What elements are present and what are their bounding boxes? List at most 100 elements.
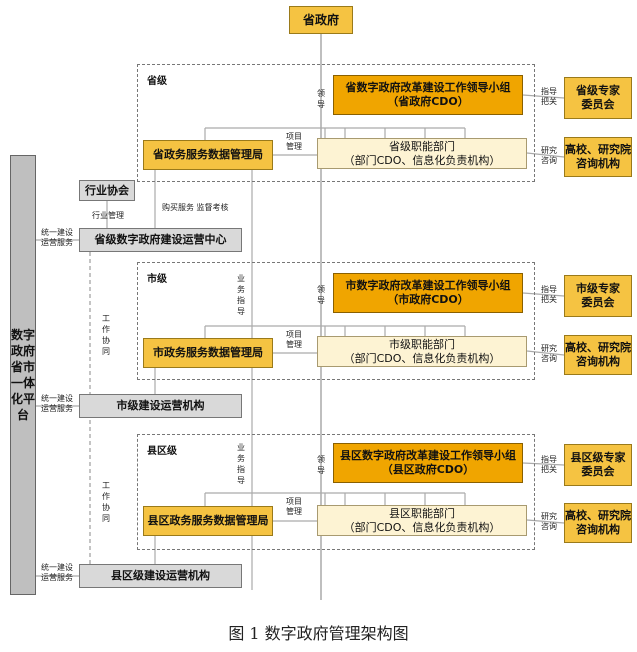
city-project-line1: 项目 <box>286 330 302 339</box>
city-lead-label: 领导 <box>317 285 325 305</box>
county-section-frame <box>137 434 535 550</box>
leader-expert-line-2 <box>522 462 565 466</box>
county-expert-line1: 县区级专家 <box>570 451 626 464</box>
industry-association-box: 行业协会 <box>79 180 135 201</box>
county-project-line2: 管理 <box>286 507 302 516</box>
provincial-guide-label: 指导 把关 <box>541 87 557 107</box>
provincial-univ-line2: 咨询机构 <box>576 157 620 170</box>
provincial-ops-side-label: 统一建设 运营服务 <box>41 228 73 248</box>
city-leader-line2: （市政府CDO） <box>387 293 469 306</box>
city-coop-label: 工作协同 <box>102 314 110 356</box>
provincial-research-line2: 咨询 <box>541 156 557 165</box>
city-expert-box: 市级专家 委员会 <box>564 275 632 317</box>
county-research-line2: 咨询 <box>541 522 557 531</box>
provincial-leader-line2: （省政府CDO） <box>387 95 469 108</box>
buy-service-label: 购买服务 监督考核 <box>162 203 229 212</box>
provincial-expert-line1: 省级专家 <box>576 84 620 97</box>
city-expert-line2: 委员会 <box>581 296 615 309</box>
county-guide-line1: 指导 <box>541 455 557 464</box>
city-leader-line1: 市数字政府改革建设工作领导小组 <box>345 279 511 292</box>
county-univ-line1: 高校、研究院 <box>565 509 631 522</box>
figure-caption: 图 1 数字政府管理架构图 <box>228 624 409 643</box>
city-bureau-label: 市政务服务数据管理局 <box>153 346 263 359</box>
county-expert-line2: 委员会 <box>581 465 615 478</box>
provincial-ops-label: 省级数字政府建设运营中心 <box>94 233 227 246</box>
county-leader-box: 县区数字政府改革建设工作领导小组 （县区政府CDO） <box>333 443 523 483</box>
city-project-label: 项目 管理 <box>286 330 302 350</box>
city-ops-label: 市级建设运营机构 <box>116 399 205 412</box>
provincial-project-line2: 管理 <box>286 142 302 151</box>
provincial-research-line1: 研究 <box>541 146 557 155</box>
provincial-leader-box: 省数字政府改革建设工作领导小组 （省政府CDO） <box>333 75 523 115</box>
provincial-project-line1: 项目 <box>286 132 302 141</box>
county-section-title: 县区级 <box>147 446 177 457</box>
county-guide-line2: 把关 <box>541 465 557 474</box>
provincial-leader-line1: 省数字政府改革建设工作领导小组 <box>345 81 511 94</box>
provincial-ops-side-line2: 运营服务 <box>41 238 73 247</box>
integrated-platform-box: 数字政府省市一体化平台 <box>10 155 36 595</box>
city-dept-line2: （部门CDO、信息化负责机构） <box>343 351 501 365</box>
county-univ-line2: 咨询机构 <box>576 523 620 536</box>
county-ops-side-label: 统一建设 运营服务 <box>41 563 73 583</box>
provincial-bureau-label: 省政务服务数据管理局 <box>153 148 263 161</box>
provincial-dept-line2: （部门CDO、信息化负责机构） <box>343 153 501 167</box>
provincial-government-box: 省政府 <box>289 6 353 34</box>
county-research-label: 研究 咨询 <box>541 512 557 532</box>
leader-expert-line-0 <box>522 94 565 99</box>
provincial-ops-box: 省级数字政府建设运营中心 <box>79 228 242 252</box>
provincial-section-frame <box>137 64 535 182</box>
city-guide-line1: 指导 <box>541 285 557 294</box>
city-univ-line1: 高校、研究院 <box>565 341 631 354</box>
city-guide-label: 指导 把关 <box>541 285 557 305</box>
city-biz-guide-label: 业务指导 <box>237 274 245 316</box>
integrated-platform-label: 数字政府省市一体化平台 <box>11 328 36 422</box>
city-ops-side-line1: 统一建设 <box>41 394 73 403</box>
provincial-expert-box: 省级专家 委员会 <box>564 77 632 119</box>
provincial-ops-side-line1: 统一建设 <box>41 228 73 237</box>
city-ops-box: 市级建设运营机构 <box>79 394 242 418</box>
county-ops-label: 县区级建设运营机构 <box>111 569 210 582</box>
city-expert-line1: 市级专家 <box>576 282 620 295</box>
city-guide-line2: 把关 <box>541 295 557 304</box>
city-ops-side-line2: 运营服务 <box>41 404 73 413</box>
dept-univ-line-0 <box>526 152 565 158</box>
county-biz-guide-label: 业务指导 <box>237 443 245 485</box>
provincial-expert-line2: 委员会 <box>581 98 615 111</box>
city-research-line2: 咨询 <box>541 354 557 363</box>
county-ops-side-line1: 统一建设 <box>41 563 73 572</box>
provincial-government-label: 省政府 <box>302 13 339 27</box>
county-dept-line2: （部门CDO、信息化负责机构） <box>343 520 501 534</box>
leader-expert-line-1 <box>522 292 565 297</box>
provincial-univ-box: 高校、研究院 咨询机构 <box>564 137 632 177</box>
city-project-line2: 管理 <box>286 340 302 349</box>
provincial-bureau-box: 省政务服务数据管理局 <box>143 140 273 170</box>
county-leader-line2: （县区政府CDO） <box>381 463 475 476</box>
city-univ-box: 高校、研究院 咨询机构 <box>564 335 632 375</box>
county-ops-box: 县区级建设运营机构 <box>79 564 242 588</box>
county-dept-box: 县区职能部门 （部门CDO、信息化负责机构） <box>317 505 527 536</box>
county-bureau-label: 县区政务服务数据管理局 <box>147 514 269 527</box>
county-dept-line1: 县区职能部门 <box>389 506 455 520</box>
provincial-guide-line1: 指导 <box>541 87 557 96</box>
county-coop-label: 工作协同 <box>102 481 110 523</box>
industry-association-label: 行业协会 <box>85 183 129 197</box>
city-leader-box: 市数字政府改革建设工作领导小组 （市政府CDO） <box>333 273 523 313</box>
county-univ-box: 高校、研究院 咨询机构 <box>564 503 632 543</box>
county-leader-line1: 县区数字政府改革建设工作领导小组 <box>340 449 516 462</box>
county-expert-box: 县区级专家 委员会 <box>564 444 632 486</box>
city-section-title: 市级 <box>147 274 167 285</box>
city-research-line1: 研究 <box>541 344 557 353</box>
city-section-frame <box>137 262 535 380</box>
city-dept-line1: 市级职能部门 <box>389 337 455 351</box>
city-bureau-box: 市政务服务数据管理局 <box>143 338 273 368</box>
provincial-project-label: 项目 管理 <box>286 132 302 152</box>
county-ops-side-line2: 运营服务 <box>41 573 73 582</box>
county-bureau-box: 县区政务服务数据管理局 <box>143 506 273 536</box>
provincial-guide-line2: 把关 <box>541 97 557 106</box>
provincial-research-label: 研究 咨询 <box>541 146 557 166</box>
city-research-label: 研究 咨询 <box>541 344 557 364</box>
industry-manage-label: 行业管理 <box>92 211 124 220</box>
provincial-univ-line1: 高校、研究院 <box>565 143 631 156</box>
provincial-lead-label: 领导 <box>317 89 325 109</box>
